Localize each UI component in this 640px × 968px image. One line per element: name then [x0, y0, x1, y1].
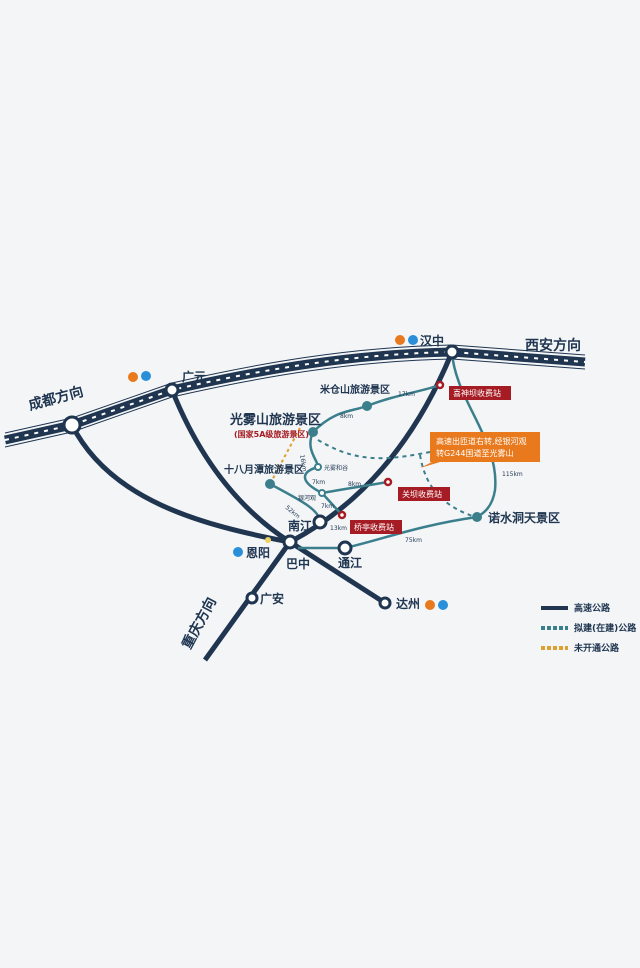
planned-road: [317, 439, 441, 460]
svg-text:桥亭收费站: 桥亭收费站: [354, 522, 394, 532]
scenic-guangwushan: 光雾山旅游景区: [229, 412, 321, 428]
legend: 高速公路 拟建(在建)公路 未开通公路: [541, 602, 637, 654]
legend-planned: 拟建(在建)公路: [574, 622, 637, 634]
scenic-icons: [265, 401, 482, 522]
svg-text:高速出匝道右转,经银河观: 高速出匝道右转,经银河观: [436, 436, 527, 446]
spot-guangwuhegu: 光雾和谷: [324, 464, 348, 472]
city-hanzhong: 汉中: [420, 333, 444, 348]
city-nanjiang: 南江: [288, 518, 312, 533]
city-nodes: [62, 344, 460, 610]
city-enyang: 恩阳: [246, 545, 270, 560]
svg-text:8km: 8km: [340, 413, 353, 420]
toll-guanba: 关坝收费站: [398, 487, 450, 501]
scenic-micangshan: 米仓山旅游景区: [320, 383, 390, 396]
svg-text:13km: 13km: [330, 525, 347, 532]
toll-qiaoting: 桥亭收费站: [350, 520, 402, 534]
svg-text:75km: 75km: [405, 537, 422, 544]
route-callout: 高速出匝道右转,经银河观 转G244国道至光雾山: [420, 432, 540, 468]
legend-highway: 高速公路: [574, 602, 611, 614]
city-tongjiang: 通江: [338, 555, 362, 570]
scenic-shibayuetan: 十八月潭旅游景区: [224, 463, 304, 476]
enyang-node: [265, 537, 271, 543]
svg-text:17km: 17km: [398, 391, 415, 398]
toll-xishenba: 喜神坝收费站: [449, 386, 511, 400]
chengdu-direction: 成都方向: [27, 383, 85, 414]
svg-text:7km: 7km: [321, 503, 334, 510]
svg-text:转G244国道至光雾山: 转G244国道至光雾山: [436, 448, 513, 458]
transport-icons: [128, 335, 448, 610]
scenic-guangwushan-sub: (国家5A级旅游景区): [234, 429, 309, 439]
city-bazhong: 巴中: [286, 556, 310, 571]
svg-text:16km: 16km: [298, 454, 308, 472]
scenic-nuoshuidong: 诺水洞天景区: [488, 510, 560, 525]
legend-unopened: 未开通公路: [573, 642, 620, 654]
city-guangyuan: 广元: [182, 369, 206, 384]
svg-text:关坝收费站: 关坝收费站: [402, 489, 442, 499]
chongqing-direction: 重庆方向: [179, 594, 220, 651]
svg-text:8km: 8km: [348, 481, 361, 488]
city-dazhou: 达州: [396, 596, 420, 611]
xian-direction: 西安方向: [525, 337, 581, 354]
unopened-road: [269, 427, 301, 485]
svg-text:喜神坝收费站: 喜神坝收费站: [453, 388, 501, 398]
city-guangan: 广安: [260, 591, 284, 606]
toll-nodes: [337, 380, 445, 520]
spot-yinheguan: 银河观: [298, 494, 316, 502]
svg-text:7km: 7km: [312, 479, 325, 486]
svg-text:115km: 115km: [502, 471, 523, 478]
main-highway: [4, 344, 586, 448]
